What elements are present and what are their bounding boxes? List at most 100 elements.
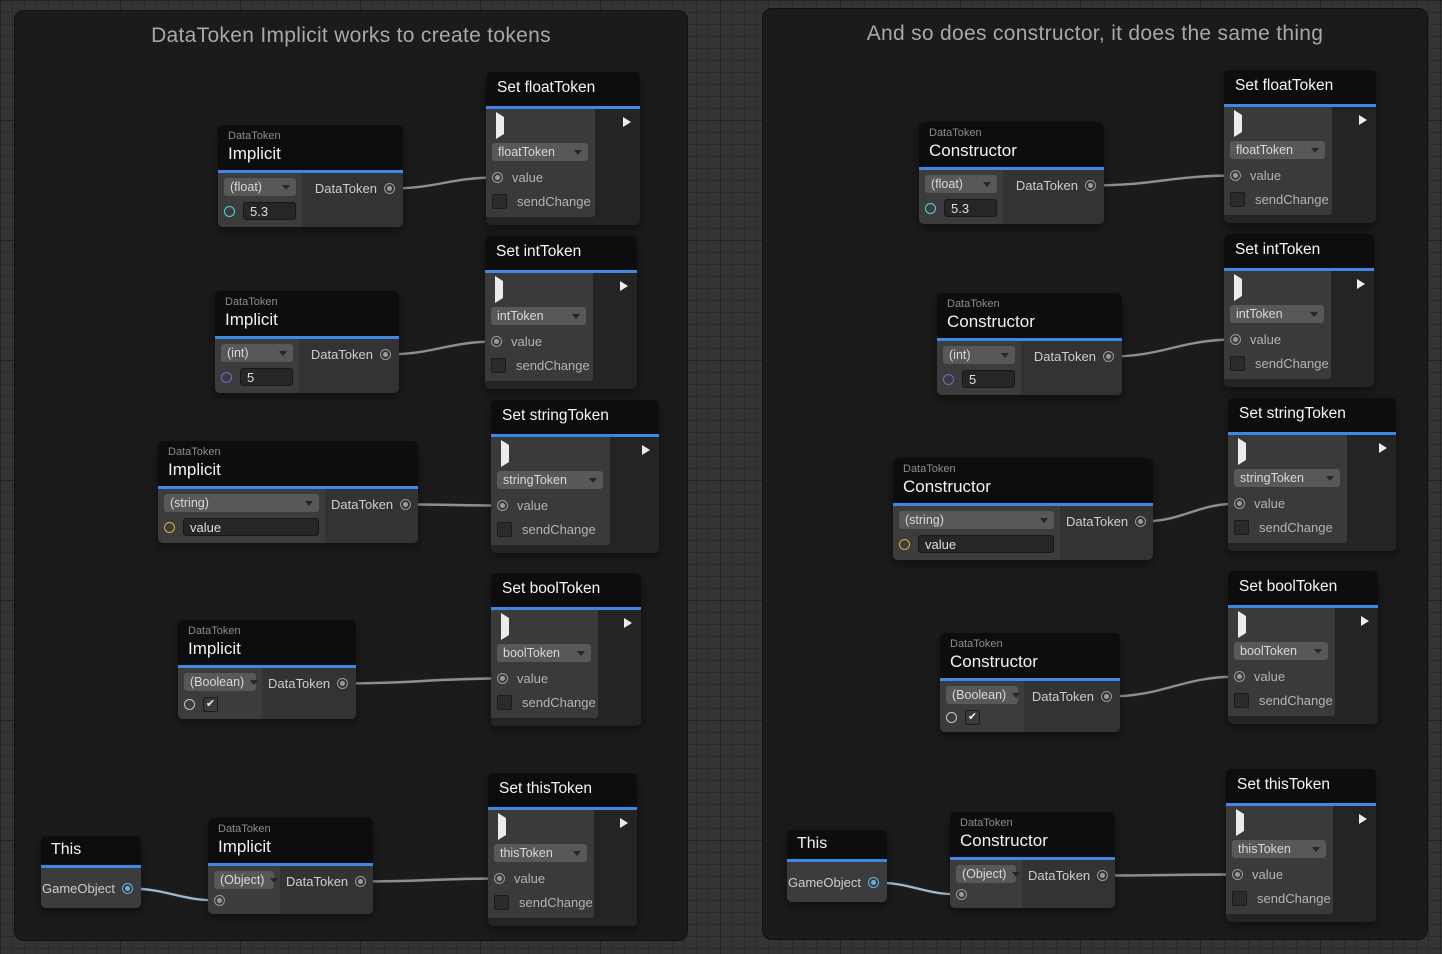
flow-out-port[interactable] — [1379, 443, 1387, 453]
wire-connection[interactable] — [1106, 675, 1240, 698]
type-dropdown[interactable]: (int) — [221, 344, 293, 362]
flow-out-port[interactable] — [620, 818, 628, 828]
flow-in-port[interactable] — [496, 112, 504, 139]
type-dropdown[interactable]: (Object) — [956, 865, 1021, 883]
value-input-port[interactable] — [492, 172, 503, 183]
wire-connection[interactable] — [342, 677, 503, 685]
wire-connection[interactable] — [385, 340, 497, 356]
flow-out-port[interactable] — [624, 618, 632, 628]
sendchange-checkbox[interactable] — [1230, 192, 1245, 207]
value-input-port[interactable] — [221, 371, 232, 383]
type-dropdown[interactable]: (string) — [899, 511, 1054, 529]
token-dropdown[interactable]: floatToken — [492, 143, 589, 161]
flow-out-port[interactable] — [1361, 616, 1369, 626]
token-dropdown[interactable]: intToken — [491, 307, 586, 325]
value-input-port[interactable] — [1232, 869, 1243, 880]
value-field[interactable]: 5.3 — [243, 202, 296, 220]
value-input-port[interactable] — [491, 336, 502, 347]
flow-out-port[interactable] — [1359, 814, 1367, 824]
datatoken-output-port[interactable] — [384, 183, 395, 194]
type-dropdown[interactable]: (Boolean) — [946, 686, 1021, 704]
node-header[interactable]: Set floatToken — [486, 72, 640, 106]
type-dropdown[interactable]: (Boolean) — [184, 673, 259, 691]
value-input-port[interactable] — [1230, 334, 1241, 345]
value-input-port[interactable] — [925, 202, 936, 214]
datatoken-output-port[interactable] — [1085, 180, 1096, 191]
flow-out-port[interactable] — [642, 445, 650, 455]
value-input-port[interactable] — [497, 500, 508, 511]
value-field[interactable]: 5 — [240, 368, 293, 386]
datatoken-output-port[interactable] — [337, 678, 349, 689]
type-dropdown[interactable]: (float) — [224, 178, 296, 196]
sendchange-checkbox[interactable] — [1234, 693, 1249, 708]
node-header[interactable]: Set thisToken — [488, 773, 637, 807]
flow-in-port[interactable] — [1234, 110, 1242, 137]
node-header[interactable]: Set intToken — [1224, 234, 1374, 268]
sendchange-checkbox[interactable] — [494, 895, 509, 910]
datatoken-output-port[interactable] — [380, 349, 391, 360]
node-header[interactable]: Set thisToken — [1226, 769, 1376, 803]
datatoken-output-port[interactable] — [1103, 351, 1114, 362]
flow-in-port[interactable] — [1238, 611, 1246, 638]
value-input-port[interactable] — [224, 205, 235, 217]
sendchange-checkbox[interactable] — [491, 358, 506, 373]
flow-in-port[interactable] — [501, 440, 509, 467]
token-dropdown[interactable]: stringToken — [497, 471, 604, 489]
token-dropdown[interactable]: thisToken — [1232, 840, 1326, 858]
type-dropdown[interactable]: (int) — [943, 346, 1015, 364]
wire-connection[interactable] — [389, 176, 498, 190]
sendchange-checkbox[interactable] — [497, 522, 512, 537]
token-dropdown[interactable]: boolToken — [1234, 642, 1328, 660]
value-field[interactable]: 5.3 — [944, 199, 997, 217]
sendchange-checkbox[interactable] — [492, 194, 507, 209]
value-checkbox[interactable] — [965, 710, 980, 725]
wire-connection[interactable] — [405, 503, 503, 507]
datatoken-output-port[interactable] — [400, 499, 412, 510]
datatoken-output-port[interactable] — [1097, 870, 1109, 881]
gameobject-output-port[interactable] — [868, 877, 879, 888]
value-input-port[interactable] — [164, 521, 175, 533]
token-dropdown[interactable]: thisToken — [494, 844, 587, 862]
value-input-port[interactable] — [899, 538, 910, 550]
flow-in-port[interactable] — [1238, 438, 1246, 465]
sendchange-checkbox[interactable] — [1230, 356, 1245, 371]
value-input-port[interactable] — [184, 699, 195, 710]
gameobject-output-port[interactable] — [122, 883, 133, 894]
datatoken-output-port[interactable] — [1101, 691, 1112, 702]
type-dropdown[interactable]: (float) — [925, 175, 997, 193]
value-input-port[interactable] — [497, 673, 508, 684]
wire-connection[interactable] — [1108, 338, 1236, 358]
datatoken-output-port[interactable] — [1135, 516, 1147, 527]
flow-out-port[interactable] — [1359, 115, 1367, 125]
sendchange-checkbox[interactable] — [1232, 891, 1247, 906]
node-header[interactable]: Set boolToken — [1228, 571, 1378, 605]
flow-out-port[interactable] — [623, 117, 631, 127]
sendchange-checkbox[interactable] — [497, 695, 512, 710]
flow-in-port[interactable] — [501, 613, 509, 640]
flow-in-port[interactable] — [1236, 809, 1244, 836]
value-checkbox[interactable] — [203, 697, 218, 712]
wire-connection[interactable] — [1090, 174, 1236, 187]
